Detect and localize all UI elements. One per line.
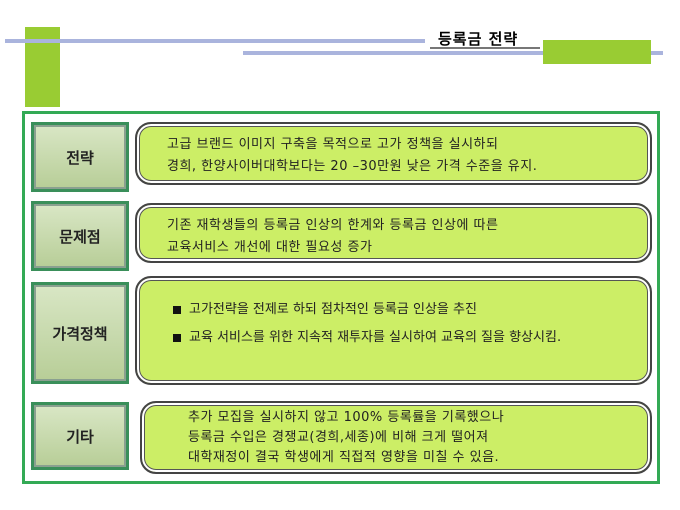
content-frame (22, 111, 660, 484)
bullet-item: 고가전략을 전제로 하되 점차적인 등록금 인상을 추진 (173, 296, 640, 324)
box-strategy: 고급 브랜드 이미지 구축을 목적으로 고가 정책을 실시하되 경희, 한양사이… (135, 122, 652, 185)
label-text: 기타 (66, 427, 94, 446)
label-text: 문제점 (59, 227, 101, 246)
decor-title-underline (430, 47, 540, 49)
label-pricing-policy: 가격정책 (31, 282, 129, 384)
text-line: 등록금 수입은 경쟁교(경희,세종)에 비해 크게 떨어져 (188, 430, 489, 445)
label-other: 기타 (31, 402, 129, 470)
decor-green-block-right (543, 40, 651, 64)
text-line: 대학재정이 결국 학생에게 직접적 영향을 미칠 수 있음. (188, 450, 500, 465)
decor-blue-line-top (5, 39, 425, 43)
box-other: 추가 모집을 실시하지 않고 100% 등록률을 기록했으나 등록금 수입은 경… (140, 401, 652, 474)
decor-blue-line-bottom (243, 51, 663, 55)
box-pricing-policy: 고가전략을 전제로 하되 점차적인 등록금 인상을 추진 교육 서비스를 위한 … (135, 276, 652, 385)
square-bullet-icon (173, 306, 181, 314)
box-problem: 기존 재학생들의 등록금 인상의 한계와 등록금 인상에 따른 교육서비스 개선… (135, 203, 652, 263)
page-title: 등록금 전략 (438, 30, 519, 48)
bullet-text: 교육 서비스를 위한 지속적 재투자를 실시하여 교육의 질을 향상시킴. (189, 330, 562, 345)
label-text: 가격정책 (52, 324, 108, 343)
bullet-text: 고가전략을 전제로 하되 점차적인 등록금 인상을 추진 (189, 302, 477, 317)
text-line: 교육서비스 개선에 대한 필요성 증가 (167, 240, 373, 255)
bullet-item: 교육 서비스를 위한 지속적 재투자를 실시하여 교육의 질을 향상시킴. (173, 324, 640, 352)
text-line: 기존 재학생들의 등록금 인상의 한계와 등록금 인상에 따른 (167, 218, 499, 233)
square-bullet-icon (173, 334, 181, 342)
text-line: 고급 브랜드 이미지 구축을 목적으로 고가 정책을 실시하되 (167, 137, 499, 152)
label-strategy: 전략 (31, 122, 129, 192)
label-text: 전략 (66, 148, 94, 167)
label-problem: 문제점 (31, 201, 129, 271)
text-line: 추가 모집을 실시하지 않고 100% 등록률을 기록했으나 (188, 410, 505, 425)
text-line: 경희, 한양사이버대학보다는 20 –30만원 낮은 가격 수준을 유지. (167, 159, 538, 174)
